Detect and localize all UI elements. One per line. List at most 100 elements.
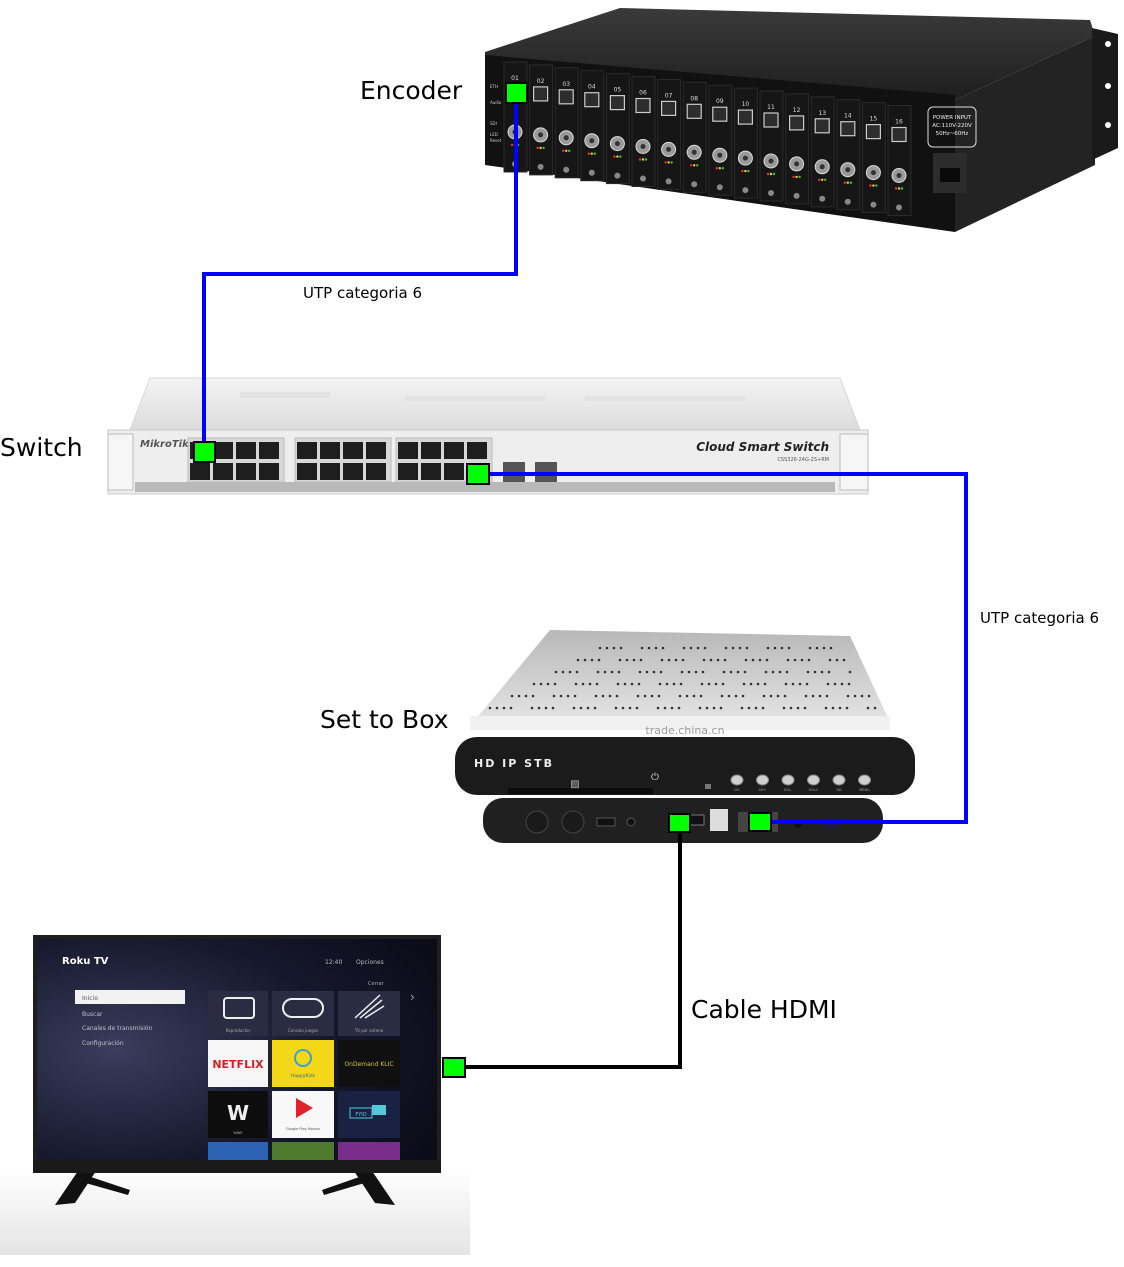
encoder-port-number: 08	[690, 95, 698, 102]
rj45-port	[398, 442, 418, 459]
rj45-port	[366, 442, 386, 459]
play-icon	[296, 1098, 313, 1118]
ethernet-port	[788, 115, 805, 131]
tv-menu-item-search[interactable]: Buscar	[82, 1011, 103, 1018]
klic-logo: OnDemand KLIC	[344, 1061, 393, 1068]
connector-encoder-eth[interactable]	[505, 82, 528, 104]
rj45-port	[320, 463, 340, 480]
stb-button-label: CH-	[734, 788, 741, 792]
cable-label-encoder-switch: UTP categoria 6	[303, 284, 423, 302]
encoder-port-number: 13	[818, 110, 826, 117]
stb-button[interactable]	[730, 774, 744, 786]
card-slot-icon: ▨	[570, 779, 579, 790]
tv-tile-netflix[interactable]	[208, 1040, 268, 1087]
encoder-port-number: 16	[895, 119, 903, 126]
rj45-port	[297, 463, 317, 480]
wwe-logo: W	[227, 1101, 249, 1125]
ethernet-port	[686, 103, 702, 119]
connector-stb-eth[interactable]	[748, 812, 772, 832]
tv-device: Roku TV 12:40 Opciones Cerrar Inicio Bus…	[0, 935, 470, 1255]
rj45-port	[444, 463, 464, 480]
ethernet-port	[891, 126, 907, 143]
encoder-label: Encoder	[360, 76, 463, 105]
encoder-side-label-audio: Audio	[490, 100, 502, 105]
tv-menu-selected-highlight[interactable]	[75, 990, 185, 1004]
tv-brand-title: Roku TV	[62, 956, 109, 967]
encoder-side-label-reset: Reset	[490, 138, 502, 143]
cable-label-switch-stb: UTP categoria 6	[980, 609, 1100, 627]
hdmi-cable-stb-tv	[453, 824, 682, 1069]
tv-tile-fyi[interactable]	[338, 1091, 400, 1138]
tv-options-label[interactable]: Opciones	[356, 959, 384, 966]
watermark-text: trade.china.cn	[645, 724, 724, 737]
encoder-power-label-3: 50Hz~60Hz	[936, 131, 969, 137]
connector-tv-hdmi[interactable]	[442, 1057, 466, 1078]
ethernet-port	[584, 92, 600, 108]
encoder-port-number: 15	[870, 116, 878, 123]
stb-button[interactable]	[781, 774, 795, 786]
tv-menu-item-settings[interactable]: Configuración	[82, 1040, 124, 1047]
encoder-power-label-2: AC:110V-220V	[932, 123, 972, 129]
switch-product-name: Cloud Smart Switch	[696, 440, 829, 454]
tv-tile-antenna[interactable]	[338, 991, 400, 1036]
stb-button[interactable]	[858, 774, 871, 786]
tv-tile-label-1: Reproductor	[226, 1028, 251, 1033]
tv-tile-klic[interactable]	[338, 1040, 400, 1087]
rj45-port	[467, 442, 487, 459]
connector-stb-hdmi[interactable]	[668, 813, 691, 833]
rj45-port	[398, 463, 418, 480]
rj45-port	[236, 463, 256, 480]
happykids-logo: HappyKids	[291, 1073, 316, 1079]
tv-chevron-right-icon[interactable]: ›	[410, 990, 415, 1004]
stb-button-label: VOL-	[784, 788, 793, 792]
encoder-side-label-eth: ETH	[490, 84, 498, 89]
tv-tile-wwe[interactable]	[208, 1091, 268, 1138]
connector-switch-port-1[interactable]	[193, 441, 216, 463]
tv-menu-item-channels[interactable]: Canales de transmisión	[82, 1025, 153, 1032]
set-top-box-device: trade.china.cn HD IP STB ▨ ⏻ CH-CH+VOL-V…	[455, 630, 915, 843]
encoder-port-number: 06	[639, 90, 647, 97]
rj45-port	[421, 442, 441, 459]
switch-label: Switch	[0, 433, 83, 462]
encoder-port-number: 10	[742, 101, 750, 108]
gamepad-icon	[282, 998, 324, 1018]
stb-button[interactable]	[832, 774, 846, 786]
rj45-port	[259, 463, 279, 480]
encoder-port-number: 01	[511, 75, 519, 82]
rj45-port	[421, 463, 441, 480]
tv-settings-hint: Cerrar	[368, 981, 385, 987]
utp-cable-encoder-switch	[202, 93, 518, 452]
stb-button-label: OK	[836, 788, 842, 792]
ethernet-port	[532, 86, 549, 102]
power-icon: ⏻	[651, 772, 659, 783]
switch-port-group	[187, 437, 493, 483]
tv-menu-item-home[interactable]: Inicio	[82, 995, 98, 1002]
stb-button[interactable]	[756, 774, 769, 786]
stb-vent-pattern	[488, 646, 877, 710]
tv-tile-happykids[interactable]	[272, 1040, 334, 1087]
ethernet-port	[737, 109, 754, 125]
antenna-icon	[354, 994, 385, 1019]
stb-button-label: MENU	[859, 788, 870, 792]
ethernet-port	[558, 89, 574, 105]
stb-button-label: CH+	[758, 788, 766, 792]
encoder-port-number: 04	[588, 84, 596, 91]
tv-icon	[223, 997, 255, 1019]
encoder-port-number: 11	[767, 104, 775, 111]
rj45-port	[190, 463, 210, 480]
encoder-port-number: 02	[537, 78, 545, 85]
tv-tile-google-play[interactable]	[272, 1091, 334, 1138]
rj45-port	[343, 463, 363, 480]
set-top-box-label: Set to Box	[320, 705, 449, 734]
stb-button-group: CH- CH+ VOL- VOL+ OK MENU	[730, 774, 871, 792]
google-play-label: Google Play Movies	[286, 1127, 320, 1131]
tv-tile-label-3: TV por antena	[354, 1028, 384, 1033]
ethernet-port	[660, 100, 677, 117]
encoder-port-number: 03	[562, 81, 570, 88]
stb-button[interactable]	[807, 774, 820, 786]
connector-switch-port-24[interactable]	[466, 463, 490, 485]
stb-button-label: VOL+	[809, 788, 819, 792]
ethernet-port	[840, 121, 856, 137]
